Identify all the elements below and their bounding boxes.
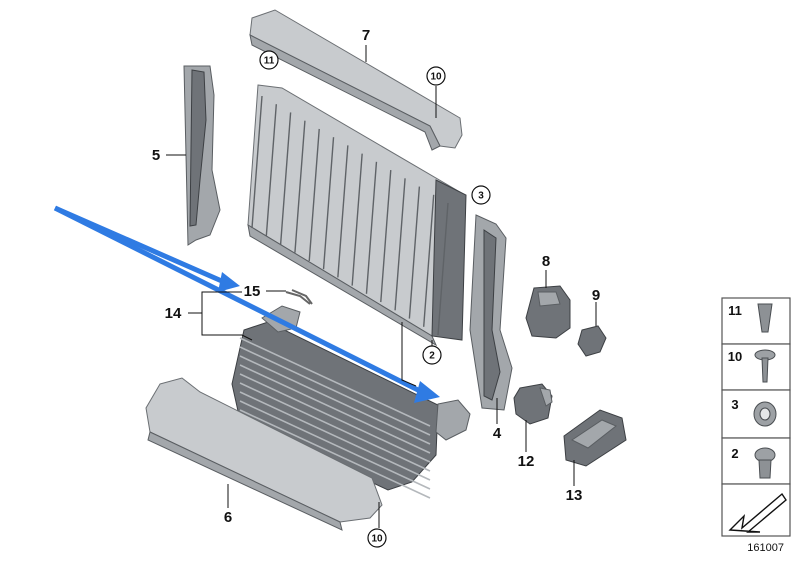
circled-callouts: 11 10 3 2 10 <box>259 50 491 548</box>
callout-3-circled[interactable]: 3 <box>471 185 491 205</box>
part-clip-15[interactable] <box>285 289 313 305</box>
legend-item-10[interactable]: 10 <box>721 343 791 391</box>
legend-item-2[interactable]: 2 <box>721 437 791 485</box>
callout-4[interactable]: 4 <box>493 425 502 442</box>
radiator-fin-line <box>380 170 392 303</box>
radiator-fin-line <box>322 137 335 270</box>
radiator-fin-line <box>294 120 306 253</box>
bushing-icon <box>753 401 777 427</box>
callout-15[interactable]: 15 <box>244 283 261 300</box>
svg-text:2: 2 <box>731 446 738 461</box>
part-mount-12[interactable] <box>513 383 553 425</box>
callout-7[interactable]: 7 <box>362 27 370 44</box>
intercooler-fin-line <box>239 391 431 481</box>
callout-12[interactable]: 12 <box>518 453 535 470</box>
radiator-fin-line <box>265 104 278 237</box>
callout-10-circled-bottom[interactable]: 10 <box>367 528 387 548</box>
svg-text:3: 3 <box>478 191 484 202</box>
radiator-fin-line <box>308 128 320 261</box>
blue-arrow-lower <box>53 205 424 395</box>
leader-lines <box>166 45 597 528</box>
intercooler-fin-line <box>239 355 431 445</box>
part-bracket-8[interactable] <box>525 285 571 339</box>
callout-6[interactable]: 6 <box>224 509 232 526</box>
part-intercooler[interactable] <box>231 305 471 499</box>
part-bracket-13[interactable] <box>563 409 627 467</box>
svg-text:2: 2 <box>429 351 435 362</box>
part-left-side-panel[interactable] <box>183 65 221 246</box>
svg-text:11: 11 <box>264 56 275 67</box>
radiator-fin-line <box>351 153 363 286</box>
intercooler-fin-line <box>239 400 431 490</box>
expanding-rivet-icon <box>757 303 773 333</box>
direction-arrow-icon <box>728 492 787 533</box>
callout-13[interactable]: 13 <box>566 487 583 504</box>
intercooler-fin-line <box>239 409 431 499</box>
svg-text:3: 3 <box>731 397 738 412</box>
legend-direction-arrow[interactable] <box>721 483 791 537</box>
radiator-fin-line <box>408 186 421 319</box>
radiator-fin-line <box>365 161 378 294</box>
intercooler-fin-line <box>239 373 431 463</box>
arrow-indicators <box>53 205 440 403</box>
part-lower-air-guide[interactable] <box>145 377 383 531</box>
radiator-fin-line <box>422 194 435 327</box>
intercooler-fin-line <box>239 382 431 472</box>
intercooler-fin-line <box>239 364 431 454</box>
intercooler-fin-line <box>239 337 431 427</box>
part-right-side-panel[interactable] <box>469 214 513 411</box>
radiator-fin-line <box>251 95 263 229</box>
screw-icon <box>754 349 776 383</box>
svg-text:11: 11 <box>728 303 742 318</box>
svg-text:10: 10 <box>430 72 442 83</box>
part-clip-9[interactable] <box>577 325 607 357</box>
callout-8[interactable]: 8 <box>542 253 550 270</box>
callout-14[interactable]: 14 <box>165 305 182 322</box>
blue-arrow-lower-head <box>414 381 440 403</box>
part-radiator[interactable] <box>247 84 467 347</box>
legend-item-11[interactable]: 11 <box>721 297 791 345</box>
radiator-fin-line <box>337 145 349 278</box>
blue-arrow-upper-head <box>218 272 240 292</box>
intercooler-fin-line <box>239 346 431 436</box>
svg-text:10: 10 <box>371 534 383 545</box>
callout-11-circled[interactable]: 11 <box>259 50 279 70</box>
callout-9[interactable]: 9 <box>592 287 600 304</box>
callout-5[interactable]: 5 <box>152 147 160 164</box>
radiator-fin-line <box>279 112 292 245</box>
diagram-id: 161007 <box>747 542 784 554</box>
radiator-fin-line <box>394 178 406 311</box>
callout-labels: 7 5 8 9 15 14 4 12 13 6 <box>152 27 600 526</box>
drain-plug-icon <box>754 447 776 479</box>
fastener-legend: 11 10 3 2 <box>721 297 791 554</box>
legend-item-3[interactable]: 3 <box>721 389 791 439</box>
radiator-fin-line <box>437 202 449 336</box>
svg-text:10: 10 <box>728 349 742 364</box>
callout-10-circled-top[interactable]: 10 <box>426 66 446 86</box>
part-top-cover[interactable] <box>249 9 463 151</box>
callout-2-circled[interactable]: 2 <box>422 345 442 365</box>
